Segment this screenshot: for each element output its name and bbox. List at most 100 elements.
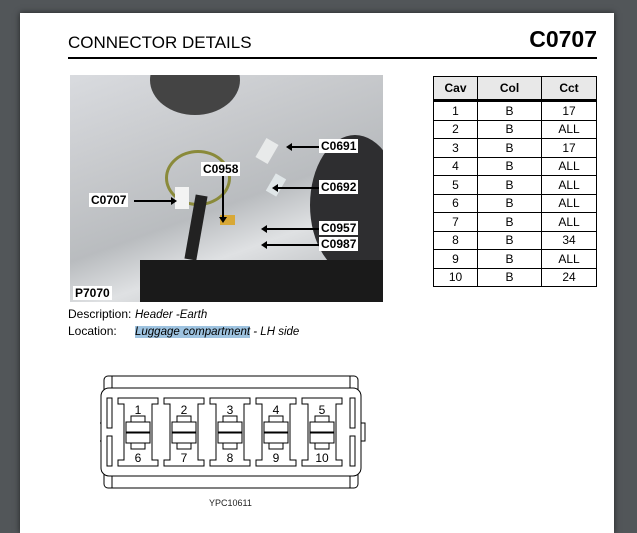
callout-arrow [272, 184, 319, 192]
cell-cav: 6 [433, 193, 478, 213]
cell-col: B [477, 138, 542, 158]
header-rule [68, 57, 597, 59]
callout-label: C0692 [319, 180, 359, 194]
cell-col: B [477, 156, 542, 176]
cell-cct: ALL [541, 249, 597, 269]
cell-col: B [477, 230, 542, 250]
cavity: 5 10 [301, 397, 343, 467]
cavity-number: 5 [319, 403, 326, 417]
cavity-number: 2 [181, 403, 188, 417]
connector-side-slot [349, 397, 356, 429]
cell-cav: 4 [433, 156, 478, 176]
cavity-number: 3 [227, 403, 234, 417]
photo-yellow-connector [220, 215, 235, 225]
cavity: 38 [209, 397, 251, 467]
callout-label: C0707 [89, 193, 129, 207]
callout-label: C0957 [319, 221, 359, 235]
page-title: CONNECTOR DETAILS [68, 33, 252, 52]
photo-shadow [310, 135, 383, 275]
cavity: 16 [117, 397, 159, 467]
photo-white-connector [255, 137, 279, 165]
connector-side-slot [106, 397, 113, 429]
cavity: 27 [163, 397, 205, 467]
cell-cct: ALL [541, 175, 597, 195]
callout-arrow [134, 197, 177, 205]
cell-cav: 10 [433, 267, 478, 287]
location-label: Location: [68, 324, 117, 338]
photo-reference: P7070 [73, 286, 112, 300]
cell-col: B [477, 193, 542, 213]
cavity-number: 8 [227, 451, 234, 465]
cavity-number: 9 [273, 451, 280, 465]
cavity-number: 4 [273, 403, 280, 417]
cell-cav: 2 [433, 119, 478, 139]
photo-dark-panel [140, 260, 383, 302]
cell-cav: 8 [433, 230, 478, 250]
cell-col: B [477, 267, 542, 287]
column-header-col: Col [477, 76, 542, 102]
cell-col: B [477, 212, 542, 232]
diagram-caption: YPC10611 [209, 498, 252, 508]
cell-cav: 5 [433, 175, 478, 195]
photo-white-connector [175, 187, 189, 209]
photo-shadow [150, 75, 240, 115]
cell-cct: 24 [541, 267, 597, 287]
description-label: Description: [68, 307, 132, 321]
cell-col: B [477, 175, 542, 195]
connector-latch-left [100, 422, 102, 442]
description-line: Description:Header -Earth [68, 307, 207, 321]
connector-side-slot [349, 435, 356, 467]
cell-cct: ALL [541, 156, 597, 176]
connector-latch-right [360, 422, 366, 442]
cell-cav: 3 [433, 138, 478, 158]
cell-cct: 34 [541, 230, 597, 250]
column-header-cct: Cct [541, 76, 597, 102]
callout-label: C0987 [319, 237, 359, 251]
location-line: Location: Luggage compartment - LH side [68, 324, 299, 338]
cell-cav: 1 [433, 100, 478, 121]
callout-arrow [261, 241, 319, 249]
cell-cct: ALL [541, 119, 597, 139]
cavity: 49 [255, 397, 297, 467]
connector-top-rail [111, 375, 351, 389]
location-highlighted-text[interactable]: Luggage compartment [135, 326, 251, 338]
column-header-cav: Cav [433, 76, 478, 102]
cavity-number: 1 [135, 403, 142, 417]
cell-col: B [477, 119, 542, 139]
description-value: Header -Earth [135, 309, 208, 321]
cell-col: B [477, 100, 542, 121]
connector-code: C0707 [529, 26, 597, 52]
document-page: CONNECTOR DETAILS C0707 C0691 C0958 C069… [20, 13, 614, 533]
cell-col: B [477, 249, 542, 269]
callout-arrow [286, 143, 319, 151]
connector-side-slot [106, 435, 113, 467]
connector-location-photo: C0691 C0958 C0692 C0707 C0957 C0987 P707… [70, 75, 383, 302]
cell-cav: 9 [433, 249, 478, 269]
callout-arrow [261, 225, 319, 233]
cavity-number: 7 [181, 451, 188, 465]
callout-label: C0691 [319, 139, 359, 153]
location-rest-text: - LH side [250, 326, 300, 338]
callout-arrow [219, 176, 227, 223]
cell-cct: 17 [541, 138, 597, 158]
cell-cct: ALL [541, 193, 597, 213]
cell-cct: ALL [541, 212, 597, 232]
cell-cav: 7 [433, 212, 478, 232]
cell-cct: 17 [541, 100, 597, 121]
connector-bottom-rail [111, 475, 351, 489]
callout-label: C0958 [201, 162, 241, 176]
cavity-number: 10 [315, 451, 329, 465]
cavity-number: 6 [135, 451, 142, 465]
